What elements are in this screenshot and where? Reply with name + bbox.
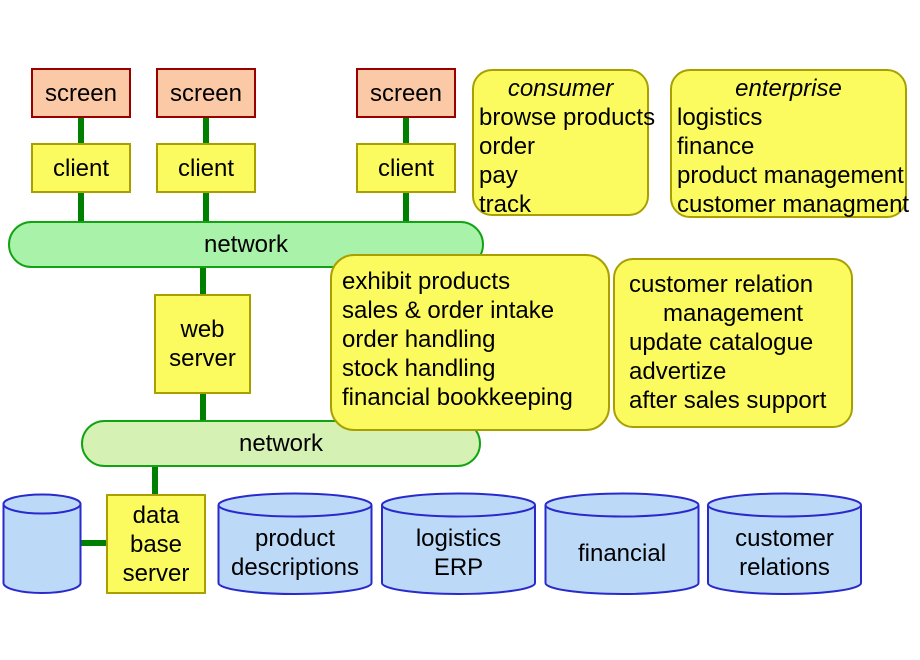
database-cylinder-icon — [381, 492, 536, 595]
enterprise-item: finance — [677, 133, 755, 160]
database-label: customer relations — [735, 525, 834, 581]
database-label: logistics ERP — [415, 525, 502, 581]
web-functions-callout: exhibit products sales & order intake or… — [330, 254, 610, 431]
crm-function-item: after sales support — [629, 387, 827, 414]
consumer-title: consumer — [507, 75, 614, 102]
connector-screen1-client1 — [78, 116, 84, 146]
web-function-item: sales & order intake — [342, 297, 555, 324]
database-label: financial — [577, 539, 667, 567]
connector-client3-network — [403, 192, 409, 226]
screen-node-2: screen — [156, 68, 256, 118]
database-label — [2, 513, 82, 593]
consumer-item: order — [479, 133, 536, 160]
database-server-node: data base server — [106, 494, 206, 594]
connector-database-dbserver — [66, 540, 112, 546]
connector-screen3-client3 — [403, 116, 409, 146]
consumer-item: pay — [479, 162, 518, 189]
crm-function-item: customer relation — [629, 271, 814, 298]
connector-screen2-client2 — [203, 116, 209, 146]
crm-function-item: advertize — [629, 358, 727, 385]
database-label: product descriptions — [230, 525, 360, 581]
database-cylinder-icon — [2, 493, 82, 594]
enterprise-callout: enterprise logistics finance product man… — [670, 69, 910, 218]
database-cylinder-icon — [707, 492, 862, 595]
connector-network-webserver — [200, 264, 206, 298]
web-function-item: order handling — [342, 326, 496, 353]
database-cylinder-product-descriptions: product descriptions — [217, 492, 373, 596]
screen-node-3: screen — [356, 68, 456, 118]
enterprise-item: customer managment — [677, 191, 910, 218]
database-cylinder-customer-relations: customer relations — [706, 492, 863, 596]
connector-webserver-network — [200, 391, 206, 424]
crm-functions-callout: customer relation management update cata… — [613, 258, 853, 428]
database-cylinder-logistics-erp: logistics ERP — [380, 492, 537, 596]
database-cylinder-financial: financial — [544, 492, 700, 596]
client-node-1: client — [31, 143, 131, 193]
consumer-callout: consumer browse products order pay track — [472, 69, 656, 218]
database-cylinder-icon — [544, 492, 700, 595]
enterprise-item: logistics — [677, 104, 763, 131]
database-cylinder-icon — [217, 492, 373, 595]
client-node-2: client — [156, 143, 256, 193]
consumer-item: track — [479, 191, 532, 218]
web-function-item: stock handling — [342, 355, 496, 382]
crm-function-item: update catalogue — [629, 329, 814, 356]
consumer-item: browse products — [479, 104, 656, 131]
enterprise-title: enterprise — [735, 75, 842, 102]
client-node-3: client — [356, 143, 456, 193]
screen-node-1: screen — [31, 68, 131, 118]
connector-client1-network — [78, 192, 84, 226]
connector-network-dbserver — [152, 464, 158, 498]
connector-client2-network — [203, 192, 209, 226]
database-cylinder-unlabeled — [2, 493, 82, 595]
web-function-item: exhibit products — [342, 268, 511, 295]
web-function-item: financial bookkeeping — [342, 384, 573, 411]
web-server-node: web server — [154, 294, 251, 394]
enterprise-item: product management — [677, 162, 904, 189]
crm-function-item: management — [663, 300, 804, 327]
